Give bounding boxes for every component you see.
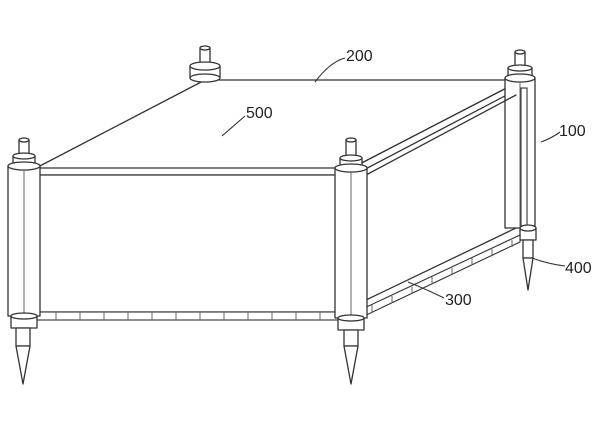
leader-300 — [407, 281, 445, 299]
ground-spike-back-right — [519, 224, 537, 291]
front-panel — [35, 174, 337, 313]
leader-200 — [314, 57, 346, 83]
post-back-right — [504, 49, 536, 229]
post-front-left — [7, 137, 41, 317]
ground-spike-front-left — [10, 312, 38, 385]
label-ground-spike: 400 — [565, 260, 592, 277]
label-mesh-net: 300 — [445, 292, 472, 309]
label-top-surface: 500 — [246, 105, 273, 122]
label-top-plate: 200 — [346, 48, 373, 65]
mesh-net-side — [359, 234, 521, 319]
side-panel-top-edge — [365, 94, 517, 176]
leader-400 — [531, 257, 566, 267]
ground-spike-front-right — [337, 314, 365, 385]
mesh-net-front — [35, 311, 339, 321]
post-front-right — [334, 137, 368, 319]
mesh-back-right-vertical — [520, 87, 528, 229]
leader-500 — [221, 115, 246, 137]
leader-100 — [540, 131, 561, 143]
side-panel-bottom-edge — [365, 227, 517, 301]
post-back-left — [189, 45, 221, 83]
label-post: 100 — [559, 123, 586, 140]
top-plate-front-edge — [35, 167, 353, 176]
